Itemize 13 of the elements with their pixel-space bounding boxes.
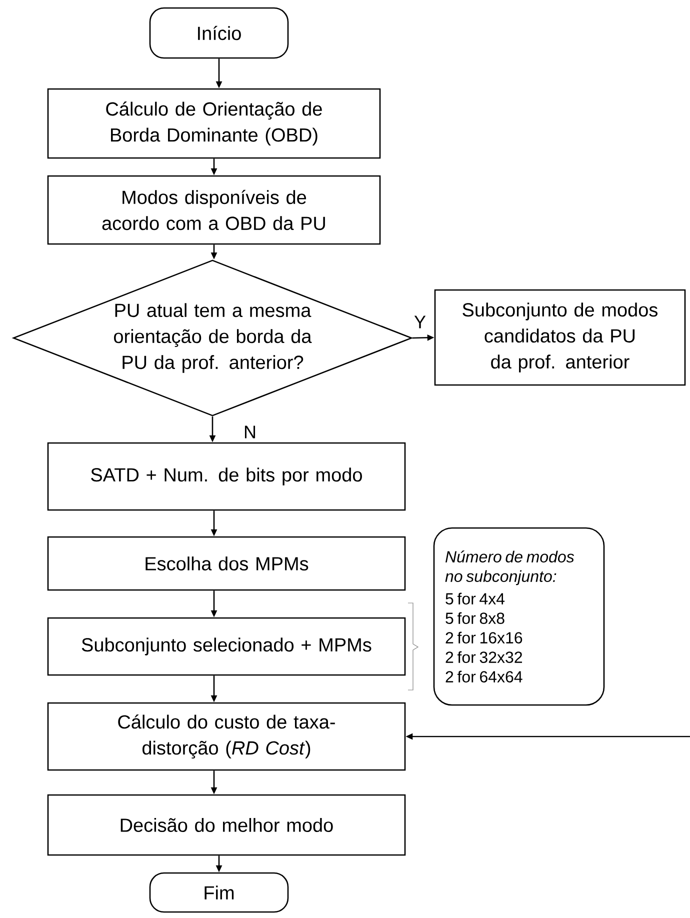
note-box: Número de modos no subconjunto: 5 for 4x4 5 for 8x8 2 for 16x16 2 for 32x32 2 for 64x64 <box>433 527 605 706</box>
process-box: Cálculo de Orientação de Borda Dominante (OBD) <box>47 88 381 159</box>
process-box: Cálculo do custo de taxa-distorção (RD Cost) <box>47 702 406 771</box>
process-box: SATD + Num. de bits por modo <box>47 442 406 511</box>
process-box: Modos disponíveis de acordo com a OBD da PU <box>47 175 381 245</box>
edge-label: Y <box>413 314 427 330</box>
process-box: Subconjunto selecionado + MPMs <box>47 617 406 676</box>
process-box: Subconjunto de modos candidatos da PU da prof. anterior <box>434 289 686 386</box>
terminal-box: Fim <box>149 872 289 913</box>
process-box: Escolha dos MPMs <box>47 536 406 591</box>
edge-label: N <box>242 424 258 440</box>
terminal-box: Início <box>149 7 289 59</box>
process-box: Decisão do melhor modo <box>47 794 406 856</box>
